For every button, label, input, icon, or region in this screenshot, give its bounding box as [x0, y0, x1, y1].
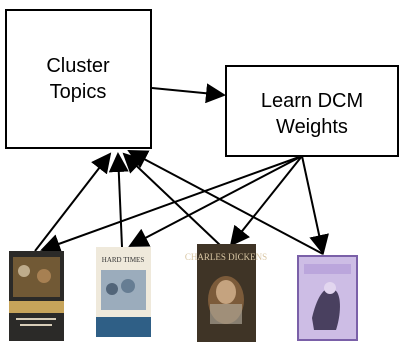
book-cover-3: CHARLES DICKENS [185, 244, 267, 342]
cluster-topics-line-1: Cluster [46, 55, 110, 77]
learn-dcm-weights-node: Learn DCM Weights [225, 65, 399, 157]
book4-band [304, 264, 351, 274]
cluster-topics-box [5, 9, 152, 149]
book1-figure [18, 265, 30, 277]
book3-beard [210, 304, 242, 324]
book1-illustration [13, 257, 60, 297]
book2-band [96, 317, 151, 337]
book2-figure-2 [121, 279, 135, 293]
book1-band [9, 301, 64, 313]
book4-figure [312, 288, 340, 330]
cluster-topics-node: Cluster Topics [5, 9, 152, 149]
arrow-book3-to-cluster [122, 152, 222, 247]
learn-dcm-weights-line-2: Weights [276, 116, 348, 138]
cluster-topics-line-2: Topics [50, 81, 107, 103]
arrow-learn-to-book1 [40, 155, 303, 254]
arrow-book4-to-cluster [127, 150, 324, 255]
book1-text-line [16, 318, 56, 320]
arrow-book2-to-cluster [108, 152, 129, 248]
book1-figure-2 [37, 269, 51, 283]
arrow-learn-to-book2 [128, 155, 303, 247]
book3-face [216, 280, 236, 304]
book-cover-1 [9, 251, 64, 341]
book2-figure-1 [106, 283, 118, 295]
learn-dcm-weights-box [225, 65, 399, 157]
book3-title: CHARLES DICKENS [185, 252, 267, 262]
arrow-learn-to-book3 [229, 155, 303, 247]
book-cover-2: HARD TIMES [96, 247, 151, 337]
book1-text-line-2 [20, 324, 52, 326]
arrow-book1-to-cluster [34, 152, 112, 252]
book2-title: HARD TIMES [102, 256, 145, 264]
book4-head [324, 282, 336, 294]
arrow-cluster-to-learn [151, 83, 226, 104]
arrow-learn-to-book4 [301, 155, 329, 255]
book-cover-4 [297, 255, 358, 341]
learn-dcm-weights-line-1: Learn DCM [261, 90, 363, 112]
